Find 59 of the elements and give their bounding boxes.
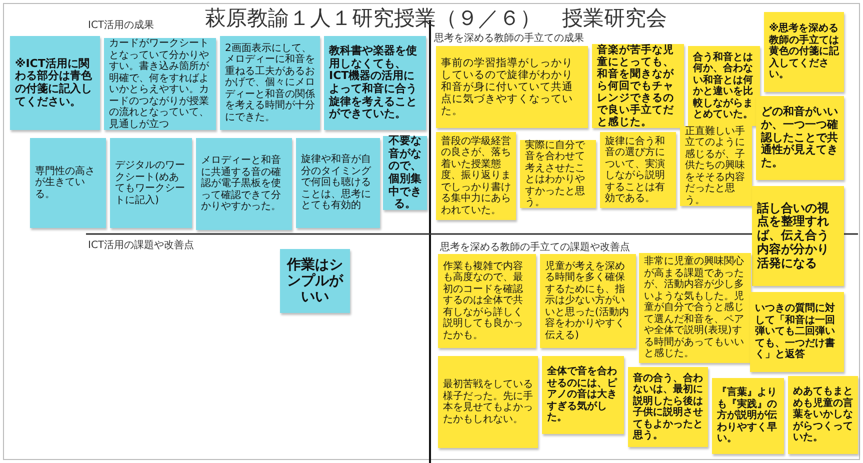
note-text: デジタルのワークシート(めあてもワークシートに記入)	[115, 160, 186, 206]
note-text: 音の合う、合わないは、最初に説明したら後は子供に説明させてもよかったと思う。	[633, 372, 703, 442]
sticky-note	[764, 12, 844, 92]
note-text: 作業も複雑で内容も高度なので、最初のコードを確認するのは全体で共有しながら詳しく説明しても良かったかも。	[443, 260, 524, 342]
note-text: メロディーと和音に共通する音の確認が電子黒板を使って確認できて分かりやすかった。	[201, 155, 282, 213]
note-text: カードがワークシートとなっていて分かりやすい。書き込み箇所が明確で、何をすればよいかとらえやすい。カードのつながりが授業の流れとなっていて、見通しが立つ	[109, 38, 210, 130]
note-text: 音楽が苦手な児童にとっても、和音を聞きながら何回でもチャレンジできるので良い手立てだと感じた。	[597, 44, 675, 128]
sticky-note	[592, 44, 684, 128]
note-text: 旋律や和音が自分のタイミングで何回も聴けることは、思考にとても有効的	[301, 154, 372, 212]
sticky-note	[324, 36, 426, 130]
section-heading: ICT活用の成果	[88, 18, 154, 32]
sticky-note	[196, 138, 292, 230]
sticky-note	[712, 378, 784, 454]
note-text: ※思考を深める教師の手立ては黄色の付箋に記入してください。	[769, 23, 839, 81]
note-text: 旋律に合う和音の選び方について、実演しながら説明することは有効である。	[605, 136, 666, 204]
sticky-note	[756, 96, 844, 180]
sticky-note	[10, 36, 100, 130]
note-text: 教科書や楽器を使用しなくても、ICT機器の活用によって和音に合う旋律を考えることができていた。	[329, 45, 418, 121]
note-text: 合う和音とは何か、合わない和音とは何かと違いを比較しながらまとめていた。	[693, 52, 754, 120]
note-text: ※ICT活用に関わる部分は青色の付箋に記入してください。	[15, 58, 93, 108]
note-text: 作業はシンプルがいい	[286, 256, 344, 306]
sticky-note	[30, 138, 106, 228]
note-text: いつきの質問に対して「和音は一回弾いても二回弾いても、一つだけ書く」と返答	[755, 303, 836, 361]
sticky-note	[788, 376, 858, 454]
sticky-note	[438, 356, 538, 448]
section-heading: 思考を深める教師の手立ての成果	[434, 32, 584, 45]
sticky-note	[520, 140, 596, 208]
note-text: どの和音がいいか、一つ一つ確認したことで共通性が見えてきた。	[761, 106, 839, 170]
note-text: 不要な音がなので、個別集中できる。	[388, 135, 422, 211]
note-text: 実際に自分で音を合わせて考えさせたことはわかりやすかったと思う。	[525, 140, 586, 208]
title: 萩原教諭１人１研究授業（９／６） 授業研究会	[205, 5, 667, 32]
note-text: 正直難しい手立てのように感じるが、子供たちの興味をそそる内容だったと思う。	[685, 126, 746, 206]
sticky-note	[752, 186, 844, 286]
note-text: 非常に児童の興味関心が高まる課題であったが、活動内容が少し多いような気もした。児童が自分で合うと感じて選んだ和音を、ペアや全体で説明(表現)する時間があってもいいと感じた。	[644, 256, 745, 360]
sticky-note	[680, 126, 752, 206]
sticky-note	[438, 254, 536, 348]
note-text: 最初苦戦をしている様子だった。先に手本を見せてもよかったかもしれない。	[443, 379, 533, 425]
sticky-note	[542, 356, 624, 434]
note-text: 話し合いの視点を整理すれば、伝え合う内容が分かり活発になる	[757, 202, 830, 270]
note-text: 『言葉』よりも『実践』の方が説明が伝わりやすく早い。	[717, 387, 778, 445]
note-text: 事前の学習指導がしっかりしているので旋律がわかり和音が身に付いていて共通点に気づきやすくなっていた。	[441, 56, 574, 118]
note-text: 全体で音を合わせるのには、ピアノの音は大きすぎる気がした。	[547, 366, 618, 424]
note-text: 専門性の高さが生きている。	[35, 166, 96, 200]
section-heading: 思考を深める教師の手立ての課題や改善点	[440, 240, 630, 254]
sticky-note	[628, 367, 708, 447]
note-text: 普段の学級経営の良さが、落ち着いた授業態度、振り返りまでしっかり書ける集中力にあらわれていた。	[441, 136, 511, 216]
sticky-note	[220, 36, 320, 130]
section-heading: ICT活用の課題や改善点	[88, 238, 194, 252]
sticky-note	[280, 249, 350, 313]
note-text: 児童が考えを深める時間を多く確保するためにも、指示は少ない方がいいと思った(活動内容をわかりやすく伝える)	[545, 260, 630, 342]
sticky-note	[110, 138, 192, 228]
sticky-note	[436, 46, 588, 128]
note-text: めあてもまとめも児童の言葉をいかしながらつくっていた。	[793, 386, 853, 444]
sticky-note	[540, 254, 636, 348]
sticky-note	[600, 132, 676, 208]
sticky-note	[296, 138, 380, 228]
note-text: 2画面表示にして、メロディーに和音を重ねる工夫があるおかげで、個々にメロディーと和音の関係を考える時間が十分にできた。	[225, 42, 315, 124]
sticky-note	[688, 46, 760, 126]
sticky-note	[750, 292, 844, 372]
